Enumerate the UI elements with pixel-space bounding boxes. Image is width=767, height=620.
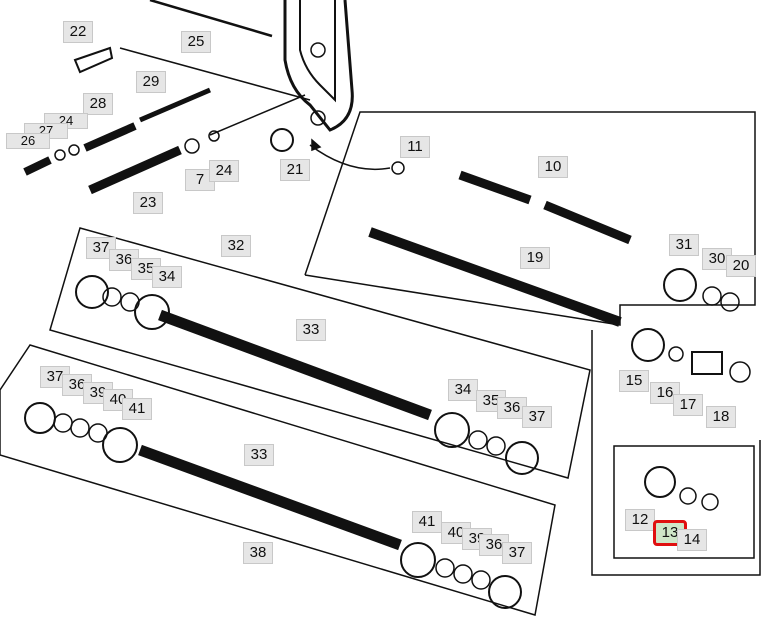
callout-label: 10 — [538, 156, 568, 178]
callout-label: 33 — [244, 444, 274, 466]
callout-label: 41 — [122, 398, 152, 420]
callout-label: 24 — [209, 160, 239, 182]
inset-box-upper — [304, 111, 756, 326]
callout-label: 22 — [63, 21, 93, 43]
callout-label: 15 — [619, 370, 649, 392]
callout-label: 37 — [502, 542, 532, 564]
callout-label: 17 — [673, 394, 703, 416]
callout-label: 23 — [133, 192, 163, 214]
callout-label: 34 — [448, 379, 478, 401]
callout-label: 34 — [152, 266, 182, 288]
callout-label: 28 — [83, 93, 113, 115]
callout-label: 18 — [706, 406, 736, 428]
callout-label: 19 — [520, 247, 550, 269]
callout-label: 21 — [280, 159, 310, 181]
callout-label: 38 — [243, 542, 273, 564]
callout-label: 29 — [136, 71, 166, 93]
callout-label: 31 — [669, 234, 699, 256]
callout-label: 16 — [650, 382, 680, 404]
callout-label: 33 — [296, 319, 326, 341]
callout-label: 36 — [497, 397, 527, 419]
bracket — [283, 0, 354, 132]
callout-label: 32 — [221, 235, 251, 257]
callout-label: 26 — [6, 133, 50, 149]
callout-label: 37 — [86, 237, 116, 259]
callout-label: 25 — [181, 31, 211, 53]
shaft-box-middle — [49, 227, 591, 479]
callout-label: 37 — [522, 406, 552, 428]
callout-label: 41 — [412, 511, 442, 533]
callout-label: 20 — [726, 255, 756, 277]
shaft-box-lower — [0, 344, 556, 616]
callout-label: 14 — [677, 529, 707, 551]
callout-label: 12 — [625, 509, 655, 531]
callout-label: 36 — [479, 534, 509, 556]
inset-box-small — [613, 445, 755, 559]
callout-label: 11 — [400, 136, 430, 158]
